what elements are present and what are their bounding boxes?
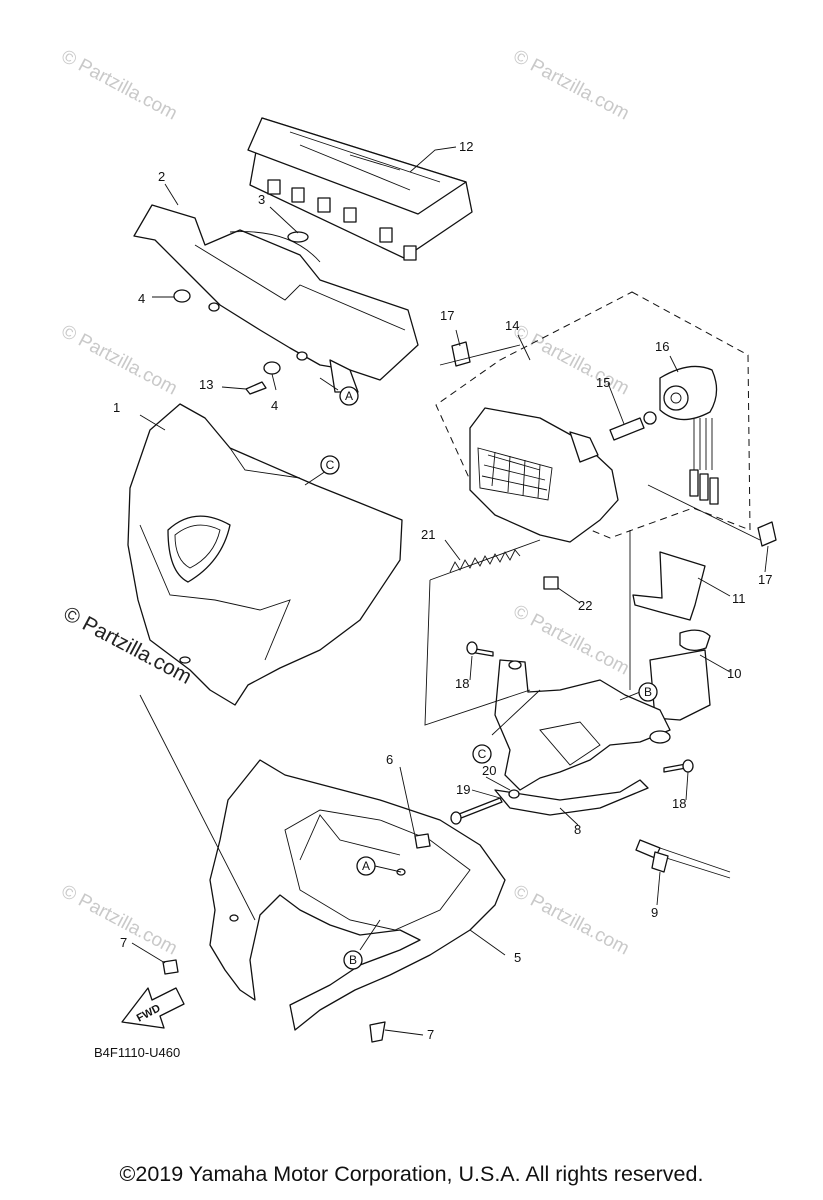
svg-text:B: B — [349, 953, 357, 967]
callout-10: 10 — [727, 666, 741, 681]
watermark: © Partzilla.com — [510, 881, 633, 960]
callout-13: 13 — [199, 377, 213, 392]
ref-marker-a — [339, 386, 359, 406]
ref-marker-a — [356, 856, 376, 876]
svg-text:A: A — [362, 859, 370, 873]
callout-21: 21 — [421, 527, 435, 542]
headlight-bracket-parts — [632, 551, 711, 721]
meter-assembly — [247, 117, 473, 261]
watermark: © Partzilla.com — [510, 601, 633, 680]
clips — [451, 341, 777, 547]
callout-4: 4 — [138, 291, 145, 306]
copyright-notice: ©2019 Yamaha Motor Corporation, U.S.A. A… — [119, 1162, 704, 1186]
fasteners-upper — [173, 289, 308, 395]
diagram-code: B4F1110-U460 — [94, 1045, 181, 1060]
spring-and-nut — [449, 549, 559, 590]
callout-18: 18 — [672, 796, 686, 811]
headlight-enclosure — [435, 291, 751, 539]
callout-6: 6 — [386, 752, 393, 767]
harness-band — [635, 839, 731, 879]
callout-1: 1 — [113, 400, 120, 415]
callout-3: 3 — [258, 192, 265, 207]
headlight — [469, 407, 619, 543]
front-cowling — [127, 403, 403, 706]
ref-marker-c — [472, 744, 492, 764]
reference-markers: A A B B C C — [320, 386, 658, 970]
callout-7: 7 — [427, 1027, 434, 1042]
svg-text:C: C — [326, 458, 335, 472]
ref-marker-b — [638, 682, 658, 702]
callout-17: 17 — [758, 572, 772, 587]
svg-text:C: C — [478, 747, 487, 761]
callout-5: 5 — [514, 950, 521, 965]
callout-12: 12 — [459, 139, 473, 154]
callout-16: 16 — [655, 339, 669, 354]
callout-22: 22 — [578, 598, 592, 613]
callout-4: 4 — [271, 398, 278, 413]
watermark: © Partzilla.com — [510, 321, 633, 400]
ref-marker-c — [320, 455, 340, 475]
meter-cover — [133, 204, 419, 393]
callout-2: 2 — [158, 169, 165, 184]
callout-9: 9 — [651, 905, 658, 920]
callout-numbers: 1 2 3 4 4 5 6 7 7 8 9 10 11 12 13 14 15 … — [113, 139, 772, 1042]
bulb-and-socket — [609, 365, 719, 505]
under-cowling — [162, 759, 506, 1043]
callout-15: 15 — [596, 375, 610, 390]
watermark: © Partzilla.com — [510, 46, 633, 125]
headlight-stay — [494, 659, 671, 816]
callout-11: 11 — [732, 591, 746, 606]
fwd-arrow: FWD — [121, 987, 185, 1029]
watermark: © Partzilla.com — [58, 46, 181, 125]
callout-19: 19 — [456, 782, 470, 797]
callout-18: 18 — [455, 676, 469, 691]
bolts — [450, 641, 694, 825]
callout-8: 8 — [574, 822, 581, 837]
callout-17: 17 — [440, 308, 454, 323]
svg-text:B: B — [644, 685, 652, 699]
callout-14: 14 — [505, 318, 519, 333]
ref-marker-b — [343, 950, 363, 970]
callout-7: 7 — [120, 935, 127, 950]
svg-text:A: A — [345, 389, 353, 403]
callout-20: 20 — [482, 763, 496, 778]
leader-lines — [131, 146, 769, 1036]
watermark: © Partzilla.com — [58, 321, 181, 400]
